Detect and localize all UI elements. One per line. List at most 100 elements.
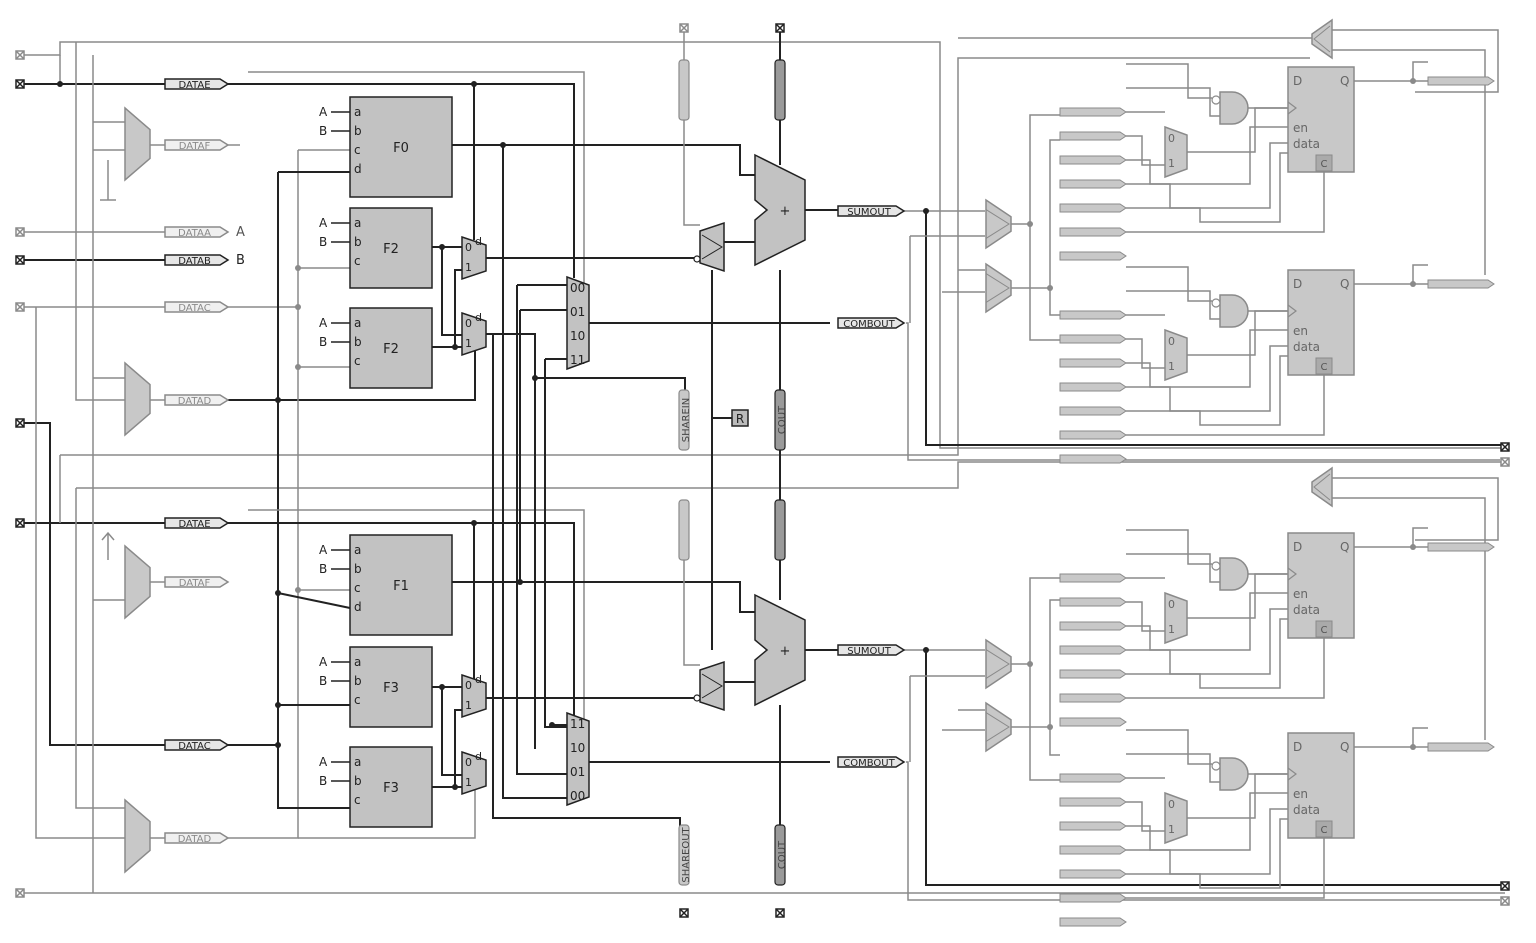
wire (441, 687, 462, 776)
pin-x (775, 23, 785, 33)
net-combout1 (837, 756, 906, 768)
register-3-dff-en: en (1293, 587, 1308, 601)
adder-bottom-plus: + (780, 644, 791, 659)
mux-top-4to1-in-10: 10 (570, 329, 585, 343)
register-4-input-bar (1059, 797, 1127, 807)
lut-F3-bottom-pin-b: b (354, 774, 362, 788)
junction-dot (452, 784, 458, 790)
register-1-input-bar (1059, 203, 1127, 213)
register-4-dff-clr: C (1321, 825, 1328, 836)
junction-dot (532, 375, 538, 381)
datad-dark-bus (277, 172, 350, 809)
register-2-input-bar (1059, 358, 1127, 368)
left-mux-datad1 (124, 798, 151, 874)
register-2-dff-d: D (1293, 277, 1302, 291)
sharein-bar-top (678, 59, 690, 121)
junction-dot (57, 81, 63, 87)
register-1-out-bar (1427, 76, 1495, 86)
wire (1011, 577, 1060, 665)
lut-F3-bottom-title: F3 (383, 781, 399, 796)
junction-dot (275, 590, 281, 596)
junction-dot (295, 265, 301, 271)
lut-F0 (349, 96, 453, 198)
lut-F2-top-title: F2 (383, 242, 399, 257)
register-4-clk (1287, 767, 1297, 781)
wire (1412, 264, 1428, 284)
junction-dot (1410, 78, 1416, 84)
mux-bottom-4to1-in-00: 00 (570, 789, 585, 803)
wire (1126, 63, 1212, 99)
lut-F3-top-pin-b: b (354, 674, 362, 688)
register-2-clr-box (1315, 357, 1333, 375)
lut-F2-bottom-pin-a: a (354, 316, 361, 330)
pin-x (15, 79, 25, 89)
junction-dot (275, 702, 281, 708)
feedback-mux-bottom-inner (1313, 473, 1331, 501)
register-2-dff-data: data (1293, 340, 1320, 354)
dataa-A-label: A (236, 225, 245, 240)
register-3-input-bar (1059, 669, 1127, 679)
junction-dot (1410, 544, 1416, 550)
register-1-input-bar (1059, 179, 1127, 189)
register-4-input-bar (1059, 773, 1127, 783)
pin-x (1500, 896, 1510, 906)
junction-dot (923, 208, 929, 214)
pin-x (15, 888, 25, 898)
junction-dot (1047, 724, 1053, 730)
junction-dot (1047, 285, 1053, 291)
sumout1-out (925, 650, 1505, 886)
wire (1126, 601, 1165, 632)
wire (1126, 792, 1288, 851)
lut-F3-top (349, 646, 433, 728)
wire (1126, 329, 1288, 388)
lut-F2-bottom-pin-b: b (354, 335, 362, 349)
pin-x (1500, 442, 1510, 452)
lut-F1-pin-d: d (354, 600, 362, 614)
feedback-mux-bottom (1311, 466, 1333, 508)
lut-F3-top-pin-c: c (354, 693, 361, 707)
net-combout1-text: COMBOUT (843, 758, 895, 769)
gray-vert-2 (35, 307, 125, 839)
junction-dot (295, 364, 301, 370)
wire (502, 145, 567, 799)
junction-dot (1027, 221, 1033, 227)
sharein-bar (678, 389, 690, 451)
junction-dot (1410, 744, 1416, 750)
adder-bottom (754, 593, 806, 707)
register-1-dff-data: data (1293, 137, 1320, 151)
mux-top-4to1-in-01: 01 (570, 305, 585, 319)
net-dataf1-text: DATAF (179, 578, 211, 589)
out-mux-2-inner (985, 273, 1010, 303)
register-1-input-bar (1059, 155, 1127, 165)
feedback-mux-top (1311, 18, 1333, 60)
register-4-dff-q: Q (1340, 740, 1349, 754)
adder-top (754, 153, 806, 267)
wire (1126, 553, 1220, 583)
out-mux-3-inner (985, 649, 1010, 679)
wire (1049, 727, 1060, 756)
cin-bar-2 (774, 499, 786, 561)
junction-dot (439, 684, 445, 690)
left-mux-datae0 (124, 106, 151, 182)
cin-bar-top (774, 59, 786, 121)
lut-F0-pin-b: b (354, 124, 362, 138)
lut-F3-top-title: F3 (383, 681, 399, 696)
net-sumout0 (837, 205, 906, 217)
f0-out (452, 144, 755, 176)
lut-F1-pin-b: b (354, 562, 362, 576)
shapes (15, 18, 1510, 927)
lut-F0-input-B: B (319, 124, 327, 138)
wire (683, 560, 700, 666)
net-sumout1-text: SUMOUT (847, 646, 891, 657)
register-2-input-bar (1059, 430, 1127, 440)
mux-f2-bottom (461, 311, 487, 357)
sumout0-out (925, 211, 1505, 446)
pin-x (775, 908, 785, 918)
wire (1126, 142, 1288, 209)
register-2-and-gate (1219, 294, 1249, 328)
wire (1412, 727, 1428, 747)
net-sumout0-text: SUMOUT (847, 207, 891, 218)
net-datad0-text: DATAD (178, 396, 212, 407)
wire (1126, 608, 1288, 675)
net-datae0-text: DATAE (178, 80, 210, 91)
